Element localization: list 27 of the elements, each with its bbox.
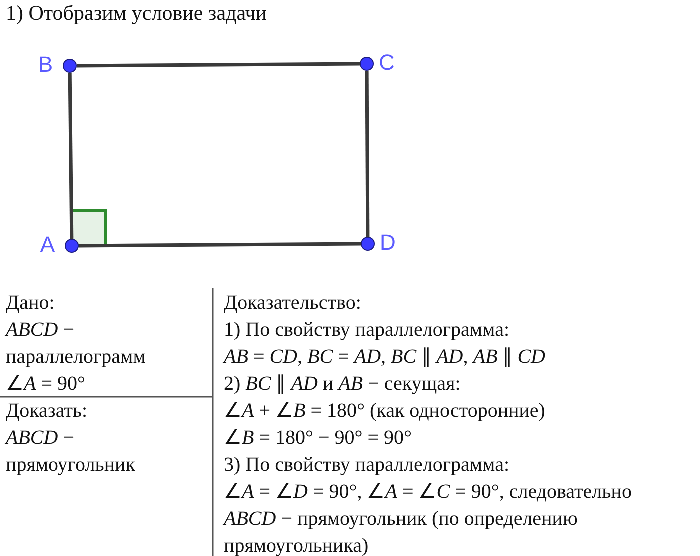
point-dot bbox=[63, 59, 77, 73]
rectangle-side bbox=[78, 242, 362, 248]
text-line: ∠A + ∠B = 180° (как односторонние) bbox=[224, 399, 546, 424]
point-dot bbox=[361, 237, 375, 251]
text-line: 3) По свойству параллелограмма: bbox=[224, 453, 510, 478]
point-label: D bbox=[380, 231, 396, 255]
rectangle-side bbox=[365, 70, 370, 238]
text-line: Дано: bbox=[6, 291, 55, 316]
point-dot bbox=[360, 57, 374, 71]
rectangle-side bbox=[76, 62, 360, 68]
point-label: C bbox=[379, 51, 395, 75]
text-line: Доказательство: bbox=[224, 291, 362, 316]
text-line: ABCD − прямоугольник bbox=[6, 426, 136, 478]
point-label: B bbox=[38, 53, 53, 77]
text-line: ∠B = 180° − 90° = 90° bbox=[224, 426, 412, 451]
text-line: ∠A = ∠D = 90°, ∠A = ∠C = 90°, следовательно bbox=[224, 480, 632, 505]
rectangle-side bbox=[68, 72, 74, 240]
heading: 1) Отобразим условие задачи bbox=[6, 0, 267, 27]
text-line: 1) По свойству параллелограмма: bbox=[224, 318, 510, 343]
text-line: Доказать: bbox=[6, 399, 88, 424]
point-label: A bbox=[40, 233, 55, 257]
text-line: AB = CD, BC = AD, BC ∥ AD, AB ∥ CD bbox=[224, 345, 546, 370]
text-line: 2) BC ∥ AD и AB − секущая: bbox=[224, 372, 461, 397]
text-line: ∠A = 90° bbox=[6, 372, 86, 397]
text-line: ABCD − параллелограмм bbox=[6, 318, 147, 370]
text-line: ABCD − прямоугольник (по определению прямоугольника) bbox=[224, 507, 579, 556]
point-dot bbox=[65, 239, 79, 253]
